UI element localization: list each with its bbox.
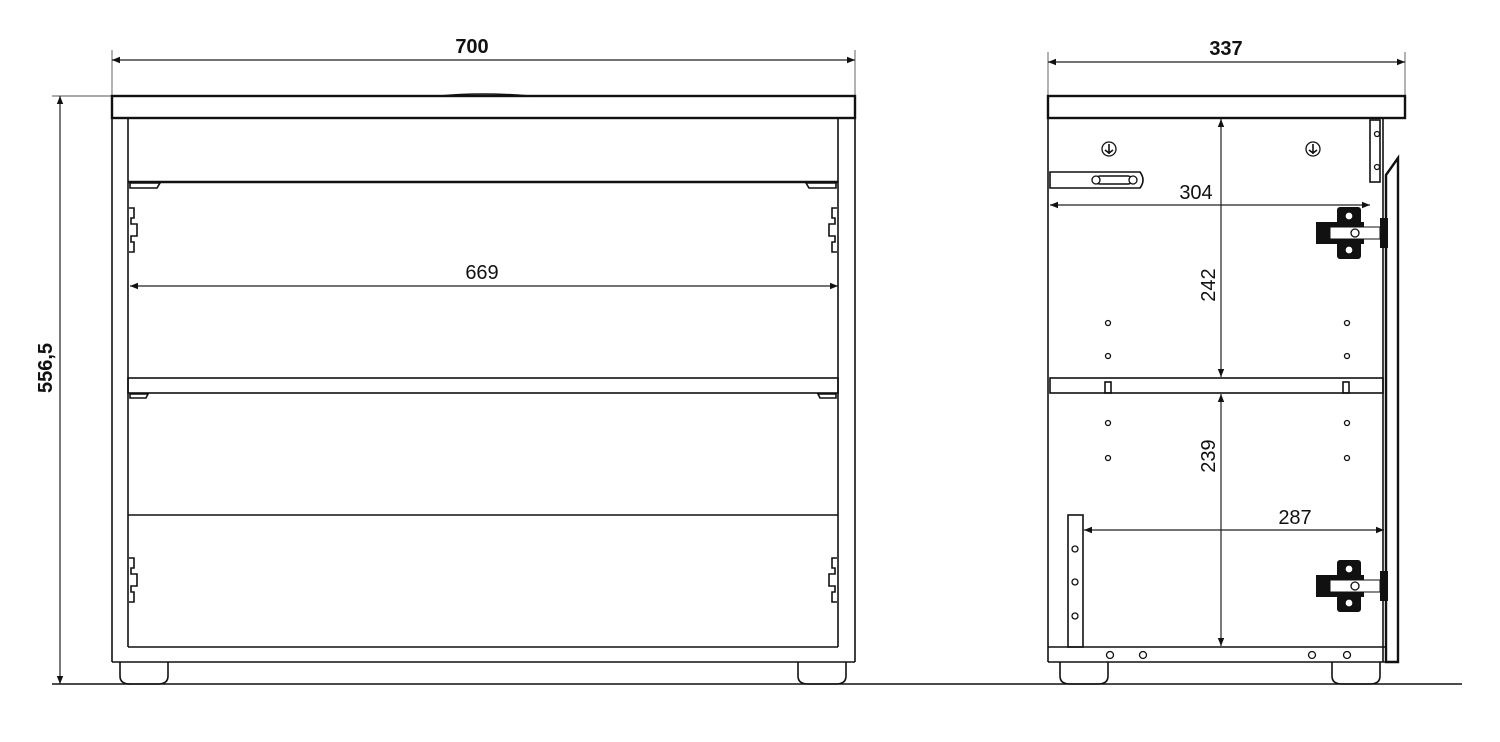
top-inner-depth-label: 304 (1179, 182, 1212, 204)
height-dimension-label: 556,5 (35, 343, 57, 393)
hinge-icon-bottom (1316, 560, 1388, 612)
front-hinge-brackets (129, 207, 837, 603)
width-dimension-label: 700 (455, 36, 488, 58)
side-left-foot (1059, 662, 1109, 685)
bottom-strip (1067, 514, 1084, 648)
front-left-foot (119, 662, 169, 685)
hinge-icon-top (1316, 207, 1388, 259)
lower-inner-depth-label: 287 (1278, 507, 1311, 529)
inner-width-dimension-label: 669 (465, 262, 498, 284)
side-view: 337 (1046, 38, 1407, 685)
connector-bar (1049, 171, 1144, 189)
front-top-slab (110, 94, 857, 120)
front-view: 700 556,5 (35, 36, 857, 685)
shelf-pin-holes (1104, 319, 1351, 462)
side-shelf (1049, 377, 1384, 394)
front-shelf (127, 377, 839, 394)
side-top-slab (1046, 94, 1407, 120)
depth-dimension-label: 337 (1209, 38, 1242, 60)
cam-screw-icons (1101, 141, 1321, 157)
side-door (1384, 154, 1400, 664)
upper-height-label: 242 (1198, 268, 1220, 301)
lower-height-label: 239 (1198, 439, 1220, 472)
front-right-foot (797, 662, 847, 685)
side-right-foot (1331, 662, 1381, 685)
